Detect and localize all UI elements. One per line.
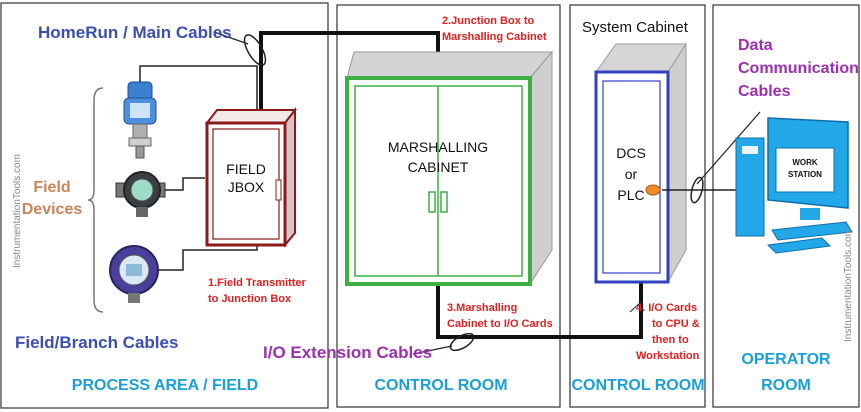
data-comm-cable-marker — [690, 176, 704, 204]
temperature-transmitter-icon — [115, 171, 166, 217]
marshalling-label-line1: MARSHALLING — [388, 139, 488, 155]
step1-label-line1: 1.Field Transmitter — [208, 277, 307, 289]
watermark-right: InstrumentationTools.com — [843, 228, 854, 342]
data-comm-label-line3: Cables — [738, 83, 791, 100]
step4-label-line3: then to — [652, 334, 689, 346]
field-devices-label-line1: Field — [33, 179, 70, 196]
flow-transmitter-icon — [109, 245, 159, 303]
marshalling-cabinet — [345, 50, 554, 286]
data-comm-label-line1: Data — [738, 37, 773, 54]
dcs-label-line2: or — [625, 166, 638, 182]
field-devices-brace — [87, 87, 104, 313]
control-room-frame-1 — [336, 4, 561, 408]
io-extension-cable-marker — [449, 332, 475, 352]
field-devices-label-line2: Devices — [22, 201, 83, 218]
homerun-cable-marker — [243, 34, 267, 66]
homerun-cables-label: HomeRun / Main Cables — [38, 23, 232, 42]
workstation-label-line2: STATION — [788, 170, 822, 179]
io-extension-cables-label: I/O Extension Cables — [263, 343, 432, 362]
step1-label-line2: to Junction Box — [208, 293, 292, 305]
dcs-label-line1: DCS — [616, 145, 646, 161]
step4-label-line2: to CPU & — [652, 318, 700, 330]
io-extension-cable — [436, 272, 643, 339]
workstation-label-line1: WORK — [792, 158, 818, 167]
io-extension-callout-line — [412, 345, 453, 355]
data-comm-callout-line — [696, 111, 761, 185]
zone-label-control-room-2: CONTROL ROOM — [571, 377, 704, 394]
workstation-computer-icon — [735, 117, 853, 254]
homerun-callout-line — [213, 31, 249, 45]
step3-label-line2: Cabinet to I/O Cards — [447, 318, 553, 330]
step2-label-line2: Marshalling Cabinet — [442, 31, 547, 43]
jbox-label-line1: FIELD — [226, 161, 266, 177]
cpu-indicator-led — [645, 184, 661, 196]
zone-label-operator-room-line1: OPERATOR — [741, 351, 831, 368]
control-room-frame-2 — [569, 4, 706, 408]
step2-label-line1: 2.Junction Box to — [442, 15, 535, 27]
step4-callout-line — [629, 301, 642, 313]
dcs-plc-cabinet — [594, 42, 687, 284]
step4-label-line4: Workstation — [636, 350, 700, 362]
dcs-label-line3: PLC — [617, 187, 644, 203]
zone-label-operator-room-line2: ROOM — [761, 377, 811, 394]
branch-cable-1 — [139, 65, 258, 123]
data-comm-label-line2: Communication — [738, 60, 859, 77]
jbox-label-line2: JBOX — [228, 179, 265, 195]
process-area-frame — [0, 2, 329, 409]
watermark-left: InstrumentationTools.com — [12, 154, 23, 268]
field-branch-cables-label: Field/Branch Cables — [15, 333, 178, 352]
marshalling-label-line2: CABINET — [408, 159, 469, 175]
branch-cable-3 — [158, 245, 258, 271]
step4-label-line1: 4. I/O Cards — [636, 302, 697, 314]
pressure-transmitter-icon — [123, 81, 157, 159]
zone-label-control-room-1: CONTROL ROOM — [374, 377, 507, 394]
operator-room-frame — [712, 4, 860, 408]
field-junction-box — [204, 107, 298, 248]
branch-cable-2 — [165, 177, 205, 191]
zone-label-process-area: PROCESS AREA / FIELD — [72, 377, 258, 394]
system-cabinet-label: System Cabinet — [582, 19, 689, 36]
step3-label-line1: 3.Marshalling — [447, 302, 517, 314]
